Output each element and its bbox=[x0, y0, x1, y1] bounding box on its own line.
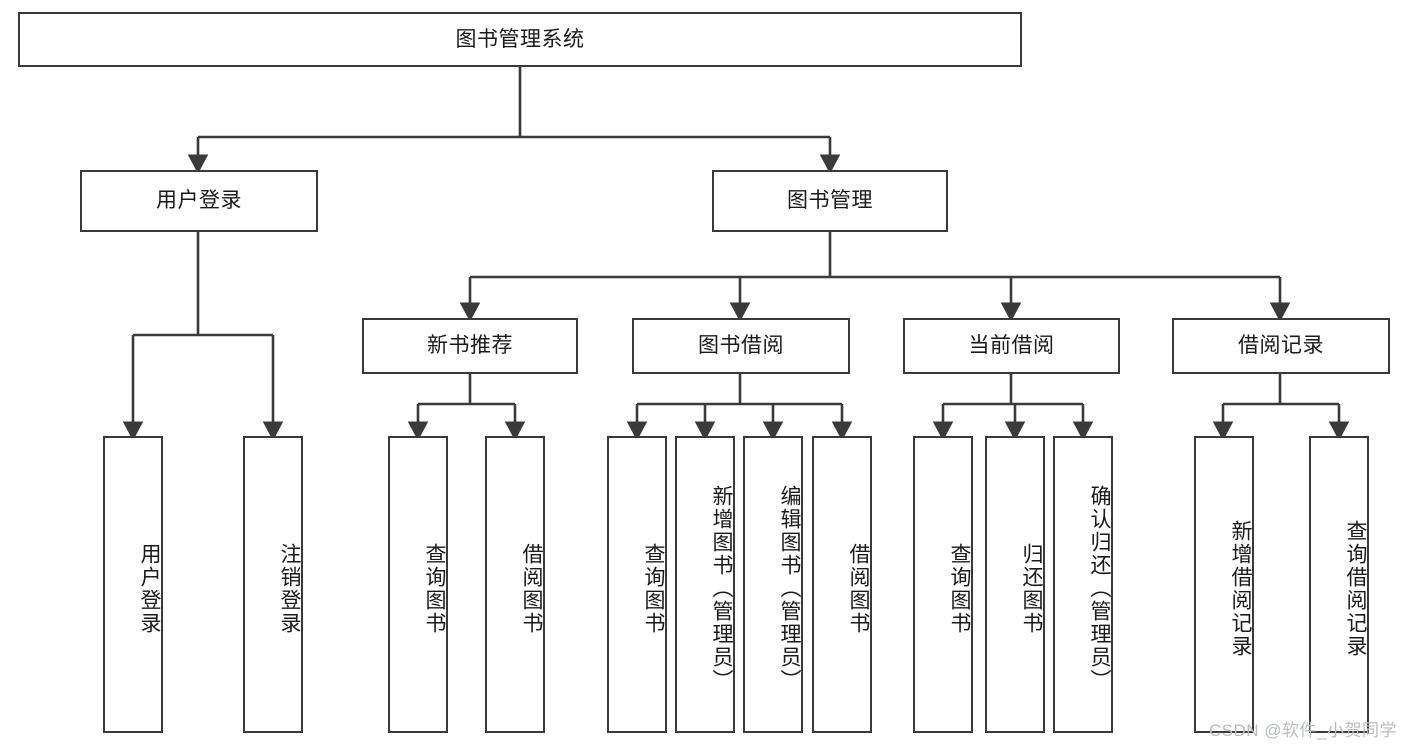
leaf-record-query-record[interactable]: 查询借阅记录 bbox=[1309, 436, 1369, 733]
node-borrow-record[interactable]: 借阅记录 bbox=[1172, 318, 1390, 374]
leaf-current-confirm-return-admin[interactable]: 确认归还（管理员） bbox=[1053, 436, 1113, 733]
node-label: 注销登录 bbox=[278, 542, 301, 635]
node-label: 查询图书 bbox=[948, 542, 971, 635]
node-label: 图书管理系统 bbox=[455, 27, 585, 51]
node-label: 查询图书 bbox=[423, 542, 446, 635]
node-current-borrow[interactable]: 当前借阅 bbox=[903, 318, 1120, 374]
node-label: 借阅图书 bbox=[520, 542, 543, 635]
node-label: 新书推荐 bbox=[427, 334, 513, 358]
leaf-current-return-book[interactable]: 归还图书 bbox=[985, 436, 1045, 733]
node-root-book-management-system[interactable]: 图书管理系统 bbox=[18, 12, 1022, 67]
leaf-borrow-borrow-book[interactable]: 借阅图书 bbox=[812, 436, 872, 733]
node-user-login[interactable]: 用户登录 bbox=[80, 170, 318, 232]
leaf-borrow-query-book[interactable]: 查询图书 bbox=[607, 436, 667, 733]
node-label: 用户登录 bbox=[138, 542, 161, 635]
watermark-text: CSDN @软件_小贺同学 bbox=[1208, 721, 1397, 740]
node-label: 借阅图书 bbox=[847, 542, 870, 635]
leaf-borrow-add-book-admin[interactable]: 新增图书（管理员） bbox=[675, 436, 735, 733]
node-label: 图书借阅 bbox=[698, 334, 784, 358]
node-label: 新增借阅记录 bbox=[1229, 519, 1252, 658]
leaf-borrow-edit-book-admin[interactable]: 编辑图书（管理员） bbox=[743, 436, 803, 733]
node-label: 当前借阅 bbox=[968, 334, 1055, 358]
node-label: 查询借阅记录 bbox=[1344, 519, 1367, 658]
node-label: 用户登录 bbox=[156, 189, 242, 213]
leaf-record-add-record[interactable]: 新增借阅记录 bbox=[1194, 436, 1254, 733]
node-label: 查询图书 bbox=[642, 542, 665, 635]
node-label: 编辑图书（管理员） bbox=[778, 485, 801, 692]
node-new-book-recommend[interactable]: 新书推荐 bbox=[362, 318, 578, 374]
leaf-user-login-login[interactable]: 用户登录 bbox=[103, 436, 163, 733]
leaf-recommend-query-book[interactable]: 查询图书 bbox=[388, 436, 448, 733]
node-book-management[interactable]: 图书管理 bbox=[712, 170, 948, 232]
leaf-user-login-logout[interactable]: 注销登录 bbox=[243, 436, 303, 733]
node-label: 图书管理 bbox=[787, 189, 873, 213]
node-label: 归还图书 bbox=[1020, 542, 1043, 635]
node-label: 借阅记录 bbox=[1238, 334, 1324, 358]
leaf-current-query-book[interactable]: 查询图书 bbox=[913, 436, 973, 733]
node-book-borrow[interactable]: 图书借阅 bbox=[632, 318, 850, 374]
node-label: 新增图书（管理员） bbox=[710, 485, 733, 692]
leaf-recommend-borrow-book[interactable]: 借阅图书 bbox=[485, 436, 545, 733]
node-label: 确认归还（管理员） bbox=[1088, 485, 1111, 692]
